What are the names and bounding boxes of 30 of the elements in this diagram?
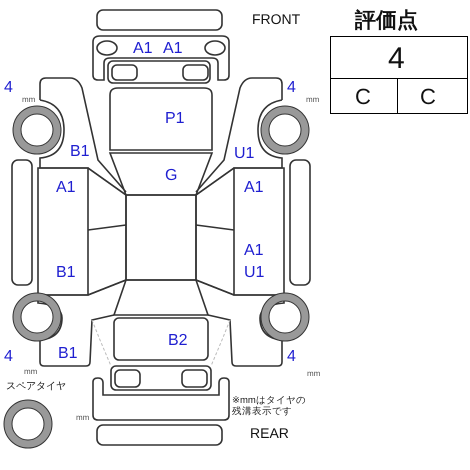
damage-code: 4 bbox=[287, 80, 296, 96]
damage-code: A1 bbox=[244, 180, 264, 196]
unit-text: mm bbox=[307, 370, 320, 378]
damage-code: 4 bbox=[4, 349, 13, 365]
damage-code: A1 bbox=[56, 180, 76, 196]
damage-code: B1 bbox=[70, 144, 90, 160]
damage-code: P1 bbox=[165, 111, 185, 127]
unit-text: mm bbox=[76, 414, 90, 422]
unit-text: mm bbox=[306, 96, 320, 104]
damage-code: A1 bbox=[133, 41, 153, 57]
damage-code: A1 bbox=[163, 41, 183, 57]
damage-code: U1 bbox=[244, 265, 264, 281]
note-text: ※mmはタイヤの残溝表示です bbox=[232, 396, 307, 418]
damage-code: G bbox=[165, 168, 178, 184]
direction-label: REAR bbox=[250, 426, 289, 440]
unit-text: mm bbox=[24, 368, 38, 376]
grade-value: C bbox=[355, 86, 371, 108]
unit-text: mm bbox=[22, 96, 36, 104]
score-value: 4 bbox=[388, 44, 405, 74]
grade-value: C bbox=[420, 86, 436, 108]
damage-code: B1 bbox=[58, 346, 78, 362]
table-title: 評価点 bbox=[355, 10, 418, 31]
spare-tire-label: スペアタイヤ bbox=[6, 382, 66, 392]
damage-code: U1 bbox=[234, 146, 254, 162]
direction-label: FRONT bbox=[252, 12, 300, 26]
damage-code: 4 bbox=[4, 80, 13, 96]
damage-code: B1 bbox=[56, 265, 76, 281]
damage-code: 4 bbox=[287, 349, 296, 365]
damage-code: B2 bbox=[168, 333, 188, 349]
damage-code: A1 bbox=[244, 243, 264, 259]
